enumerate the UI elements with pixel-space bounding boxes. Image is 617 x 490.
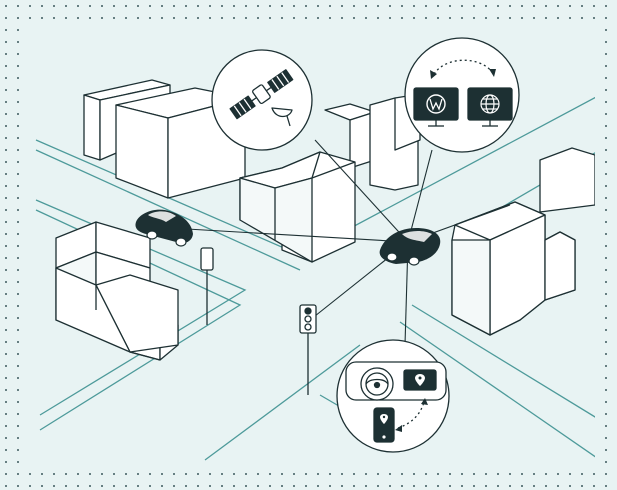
globe-monitor-icon bbox=[468, 88, 512, 126]
in-car-bubble bbox=[337, 340, 449, 452]
smartphone-location-icon bbox=[374, 408, 394, 442]
brand-logo-monitor-icon bbox=[414, 88, 458, 126]
satellite-bubble bbox=[212, 50, 312, 150]
dashboard-navigation-screen-icon bbox=[404, 370, 436, 390]
cloud-services-bubble bbox=[405, 38, 519, 152]
